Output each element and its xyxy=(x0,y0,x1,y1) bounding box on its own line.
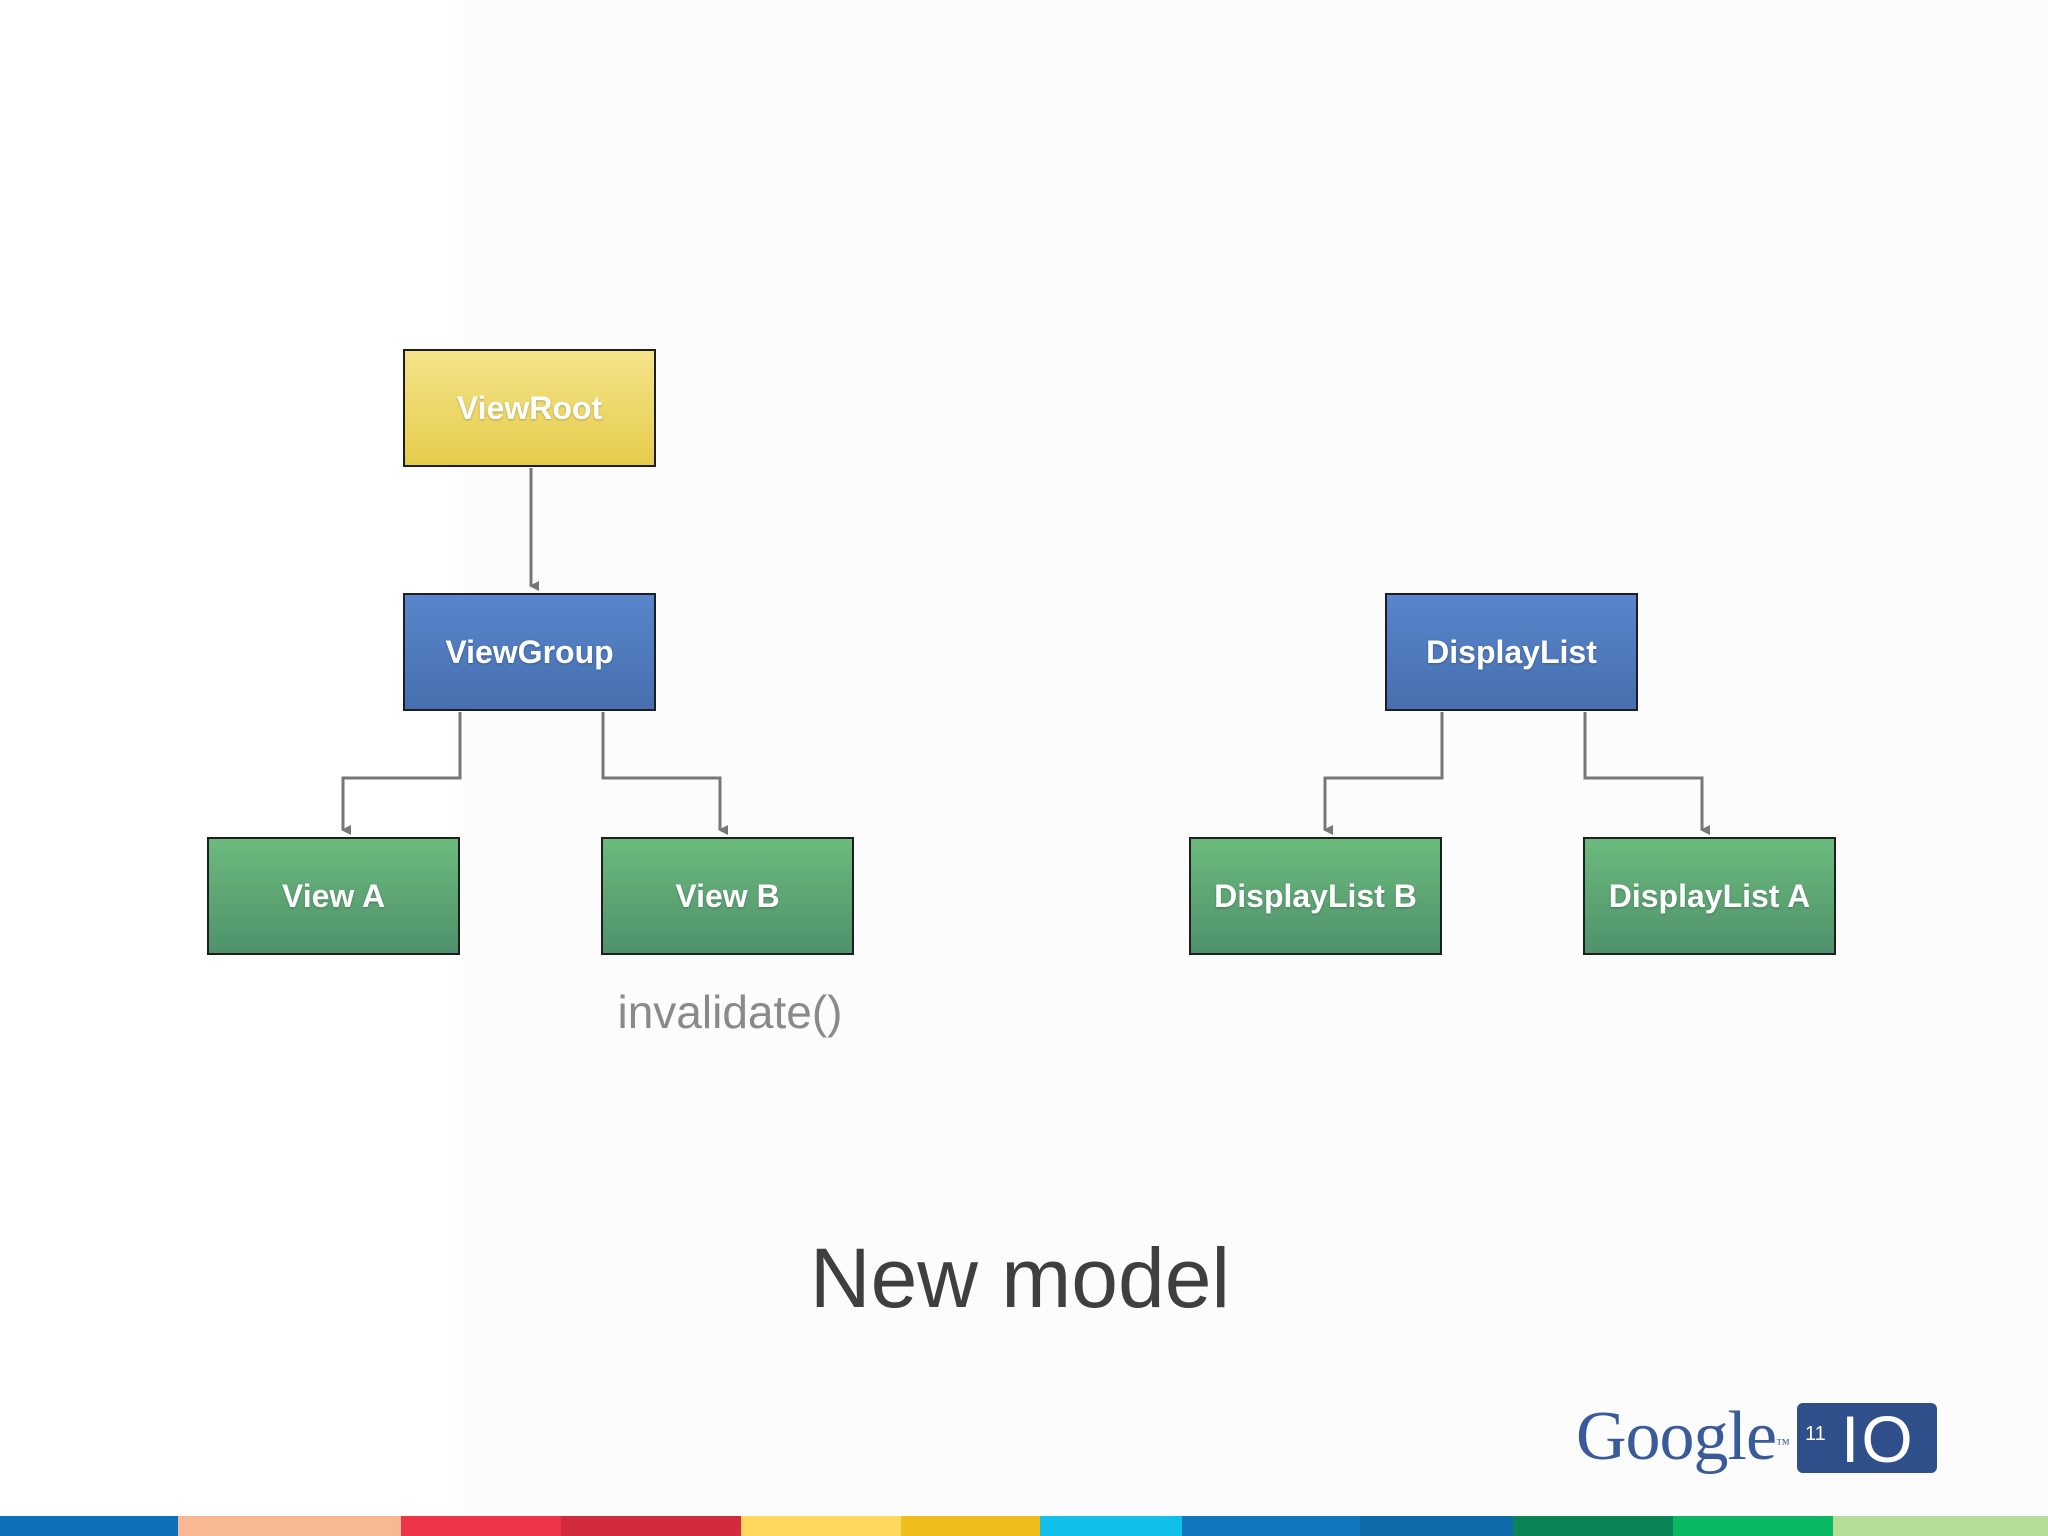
node-displaylist-a: DisplayList A xyxy=(1583,837,1836,955)
footer-color-segment xyxy=(401,1516,562,1536)
footer-color-segment xyxy=(1513,1516,1674,1536)
io-badge-number: 11 xyxy=(1805,1423,1826,1445)
io-badge-text: IO xyxy=(1841,1402,1915,1476)
footer-color-bar xyxy=(0,1516,2048,1536)
node-view-b-label: View B xyxy=(675,877,780,914)
io-badge: 11 IO xyxy=(1797,1402,1937,1476)
slide-title: New model xyxy=(809,1231,1231,1325)
node-displaylist-label: DisplayList xyxy=(1426,633,1597,670)
invalidate-annotation: invalidate() xyxy=(617,986,843,1038)
connector-displaylist-b xyxy=(1323,712,1444,835)
google-wordmark: Google™ xyxy=(1576,1398,1790,1475)
google-wordmark-text: Google xyxy=(1576,1398,1777,1475)
node-viewroot: ViewRoot xyxy=(403,349,656,467)
node-viewgroup: ViewGroup xyxy=(403,593,656,711)
footer-color-segment xyxy=(1040,1516,1182,1536)
node-displaylist-a-label: DisplayList A xyxy=(1608,877,1811,914)
connector-viewgroup-viewa xyxy=(341,712,462,835)
node-displaylist-b: DisplayList B xyxy=(1189,837,1442,955)
node-viewgroup-label: ViewGroup xyxy=(445,633,614,670)
footer-color-segment xyxy=(901,1516,1041,1536)
node-displaylist-b-label: DisplayList B xyxy=(1214,877,1417,914)
footer-color-segment xyxy=(1832,1516,2048,1536)
footer-color-segment xyxy=(0,1516,179,1536)
footer-color-segment xyxy=(561,1516,742,1536)
node-view-a-label: View A xyxy=(281,877,386,914)
node-displaylist: DisplayList xyxy=(1385,593,1638,711)
node-view-a: View A xyxy=(207,837,460,955)
connector-displaylist-a xyxy=(1583,712,1710,835)
footer-color-segment xyxy=(741,1516,902,1536)
google-io-logo: Google™ 11 IO xyxy=(1576,1398,1938,1476)
node-view-b: View B xyxy=(601,837,854,955)
footer-color-segment xyxy=(1359,1516,1514,1536)
trademark-symbol: ™ xyxy=(1776,1437,1790,1452)
connector-viewgroup-viewb xyxy=(601,712,728,835)
footer-color-segment xyxy=(178,1516,402,1536)
footer-color-segment xyxy=(1673,1516,1833,1536)
node-viewroot-label: ViewRoot xyxy=(456,389,603,426)
footer-color-segment xyxy=(1181,1516,1360,1536)
